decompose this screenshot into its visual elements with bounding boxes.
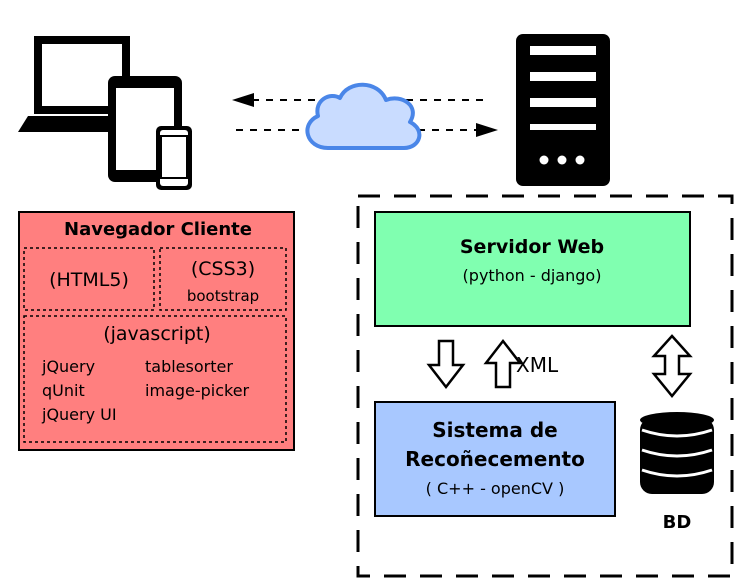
- web-server-box: Servidor Web (python - django): [374, 211, 691, 327]
- server-icon: [516, 34, 610, 186]
- server-container: [356, 194, 734, 578]
- css-label: (CSS3): [191, 258, 255, 280]
- laptop-icon: [18, 36, 146, 132]
- web-server-subtitle: (python - django): [463, 266, 602, 285]
- js-lib-tablesorter: tablesorter: [145, 357, 233, 376]
- cloud-icon: [305, 82, 422, 150]
- recognition-title-line2: Recoñecemento: [405, 447, 585, 471]
- js-lib-image-picker: image-picker: [145, 381, 250, 400]
- recognition-subtitle: ( C++ - openCV ): [426, 479, 565, 498]
- js-lib-jquery-ui: jQuery UI: [41, 405, 117, 424]
- recognition-system-box: Sistema de Recoñecemento ( C++ - openCV …: [374, 401, 616, 517]
- recognition-title-line1: Sistema de: [432, 418, 557, 442]
- arrow-down-icon: [426, 339, 466, 390]
- arrow-up-icon: [483, 338, 523, 389]
- web-server-title: Servidor Web: [460, 236, 604, 258]
- database-icon: [640, 412, 714, 494]
- xml-label: XML: [516, 353, 559, 377]
- js-lib-qunit: qUnit: [42, 381, 85, 400]
- client-box: Navegador Cliente (HTML5) (CSS3) bootstr…: [18, 211, 295, 451]
- arrow-bidirectional-icon: [651, 334, 693, 398]
- js-lib-jquery: jQuery: [41, 357, 95, 376]
- js-label: (javascript): [103, 323, 211, 345]
- phone-icon: [156, 126, 192, 190]
- client-title: Navegador Cliente: [64, 219, 252, 240]
- database-label: BD: [663, 512, 692, 533]
- css-lib-label: bootstrap: [187, 287, 259, 305]
- html-label: (HTML5): [49, 269, 129, 291]
